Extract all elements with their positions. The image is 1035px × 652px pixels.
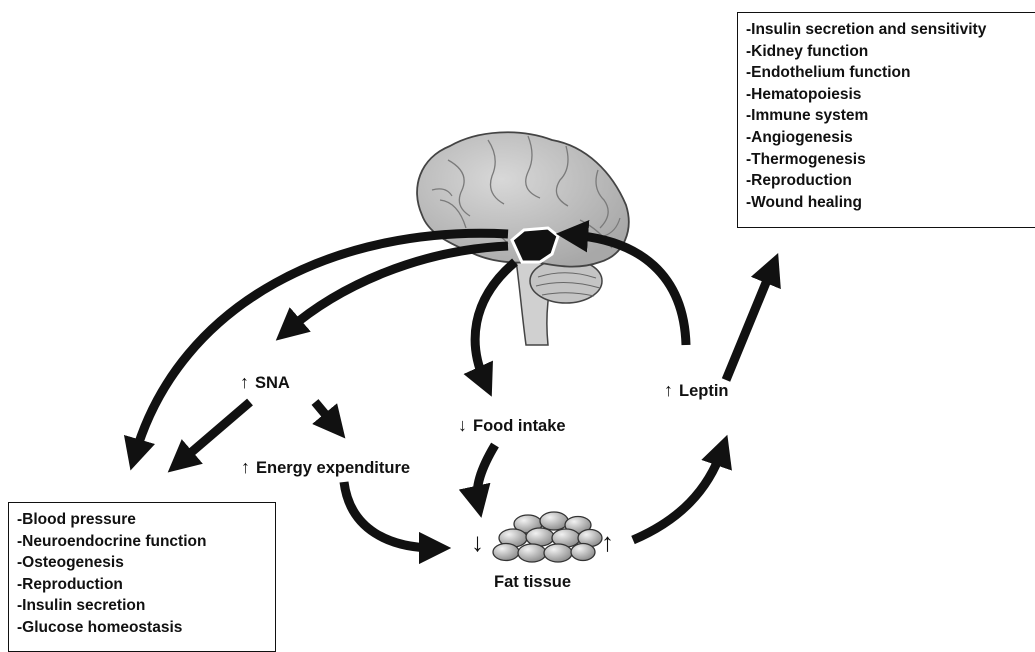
up-arrow-icon: ↑	[601, 527, 614, 558]
list-item: -Reproduction	[17, 574, 275, 596]
arrow-leptin-to-top-box	[726, 268, 772, 380]
leptin-effects-box: -Insulin secretion and sensitivity -Kidn…	[737, 12, 1035, 228]
list-item: -Insulin secretion and sensitivity	[746, 19, 1035, 41]
arrow-brain-to-bottom-box-outer	[135, 233, 508, 455]
up-arrow-icon: ↑	[664, 380, 673, 400]
food-intake-label: ↓ Food intake	[458, 415, 566, 436]
arrow-sna-to-energy	[315, 402, 335, 426]
list-item: -Endothelium function	[746, 62, 1035, 84]
fat-tissue-label: Fat tissue	[494, 573, 571, 592]
sna-label: ↑ SNA	[240, 372, 290, 393]
up-arrow-icon: ↑	[241, 457, 250, 477]
list-item: -Angiogenesis	[746, 127, 1035, 149]
up-arrow-icon: ↑	[240, 372, 249, 392]
list-item: -Hematopoiesis	[746, 84, 1035, 106]
food-text: Food intake	[473, 417, 566, 435]
leptin-label: ↑ Leptin	[664, 380, 729, 401]
arrow-sna-to-bottom-box	[180, 402, 250, 462]
list-item: -Blood pressure	[17, 509, 275, 531]
list-item: -Osteogenesis	[17, 552, 275, 574]
list-item: -Immune system	[746, 105, 1035, 127]
list-item: -Wound healing	[746, 192, 1035, 214]
down-arrow-icon: ↓	[458, 415, 467, 435]
list-item: -Insulin secretion	[17, 595, 275, 617]
list-item: -Neuroendocrine function	[17, 531, 275, 553]
list-item: -Reproduction	[746, 170, 1035, 192]
sna-effects-box: -Blood pressure -Neuroendocrine function…	[8, 502, 276, 652]
down-arrow-icon: ↓	[471, 527, 484, 558]
arrow-energy-to-fat	[344, 482, 435, 548]
leptin-text: Leptin	[679, 382, 729, 400]
energy-text: Energy expenditure	[256, 459, 410, 477]
list-item: -Kidney function	[746, 41, 1035, 63]
list-item: -Thermogenesis	[746, 149, 1035, 171]
arrow-food-to-fat	[477, 445, 495, 502]
arrow-fat-to-leptin	[633, 450, 722, 540]
arrow-brain-to-food-intake	[475, 262, 515, 382]
energy-expenditure-label: ↑ Energy expenditure	[241, 457, 410, 478]
list-item: -Glucose homeostasis	[17, 617, 275, 639]
sna-text: SNA	[255, 374, 290, 392]
fat-cells-icon	[493, 512, 602, 562]
